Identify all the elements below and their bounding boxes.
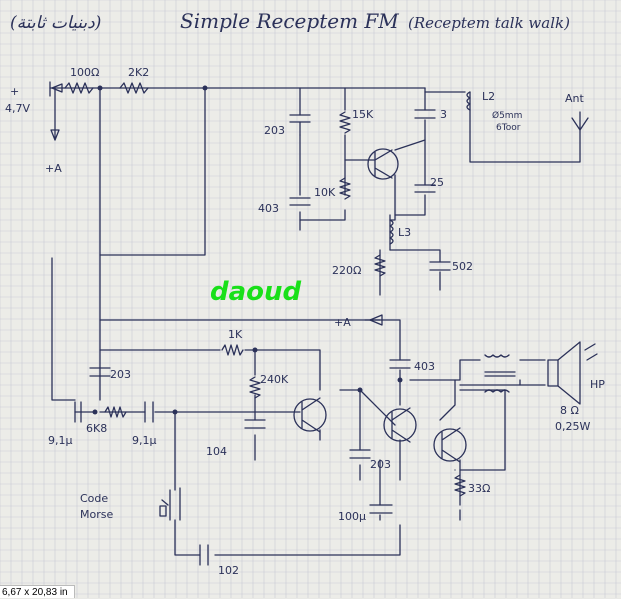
label-hp-spec1: 8 Ω (560, 404, 579, 417)
resistor-240k (249, 376, 261, 399)
misc-arrows (49, 81, 383, 326)
label-r15k: 15K (352, 108, 374, 121)
audio-transformer (484, 354, 510, 393)
antenna-and-key (159, 111, 589, 521)
label-c3: 3 (440, 108, 447, 121)
label-r10k: 10K (314, 186, 336, 199)
label-plus-a: +A (334, 316, 351, 329)
title-arabic: (دبنيات ثابتة) (10, 13, 101, 33)
component-labels: 100Ω 2K2 203 15K 3 L2 Ø5mm 6Toor Ant 10K… (48, 66, 605, 577)
speaker (547, 341, 598, 405)
title-sub: (Receptem talk walk) (408, 14, 570, 32)
transistor-q1 (367, 148, 399, 180)
circuit-wires (49, 87, 581, 556)
label-coil-spec1: Ø5mm (492, 110, 522, 121)
junction-dots (92, 85, 403, 415)
transistor-q4 (433, 428, 467, 462)
resistor-10k (339, 177, 351, 200)
label-c203-top: 203 (264, 124, 285, 137)
transistors (293, 148, 467, 463)
resistor-100 (64, 82, 94, 94)
label-r240k: 240K (260, 373, 289, 386)
label-hp: HP (590, 378, 605, 391)
antenna-symbol (571, 111, 589, 131)
label-key-line1: Code (80, 492, 108, 505)
supply-plus: + (10, 85, 19, 98)
resistor-220 (374, 254, 386, 277)
label-c91-left: 9,1μ (48, 434, 73, 447)
label-c104: 104 (206, 445, 227, 458)
label-coil-spec2: 6Toor (496, 123, 521, 133)
label-r6k8: 6K8 (86, 422, 107, 435)
coil-l2 (466, 91, 471, 111)
label-c403-top: 403 (258, 202, 279, 215)
titles: (دبنيات ثابتة) Simple Receptem FM (Recep… (10, 9, 570, 33)
morse-key (161, 487, 181, 521)
resistor-33 (454, 474, 466, 497)
author-watermark: daoud (210, 277, 302, 307)
resistor-1k (221, 344, 244, 356)
label-c25: 25 (430, 176, 444, 189)
label-key-line2: Morse (80, 508, 113, 521)
transistor-q3 (383, 408, 417, 442)
label-antenna: Ant (565, 92, 584, 105)
resistor-15k (339, 111, 351, 134)
resistors (64, 82, 466, 497)
title-main: Simple Receptem FM (180, 9, 399, 33)
label-c91-mid: 9,1μ (132, 434, 157, 447)
label-c403-mid: 403 (414, 360, 435, 373)
label-coil-l2: L2 (482, 90, 495, 103)
ground-label: +A (45, 162, 62, 175)
transistor-q2 (293, 398, 327, 432)
label-c100u: 100μ (338, 510, 366, 523)
label-r33: 33Ω (468, 482, 490, 495)
status-bar-dimensions: 6,67 x 20,83 in (0, 585, 75, 598)
label-r2k2: 2K2 (128, 66, 149, 79)
label-c203-left: 203 (110, 368, 131, 381)
label-coil-l3: L3 (398, 226, 411, 239)
label-r1k: 1K (228, 328, 243, 341)
label-c502: 502 (452, 260, 473, 273)
resistor-6k8 (104, 406, 127, 418)
supply-voltage: 4,7V (5, 102, 30, 115)
coils (389, 91, 516, 393)
label-c203-bottom: 203 (370, 458, 391, 471)
coil-l3 (389, 219, 394, 245)
resistor-2k2 (119, 82, 149, 94)
label-r220: 220Ω (332, 264, 361, 277)
supply-labels: + 4,7V +A (5, 85, 62, 175)
label-hp-spec2: 0,25W (555, 420, 590, 433)
label-c102: 102 (218, 564, 239, 577)
label-r100: 100Ω (70, 66, 99, 79)
capacitors (74, 109, 451, 566)
